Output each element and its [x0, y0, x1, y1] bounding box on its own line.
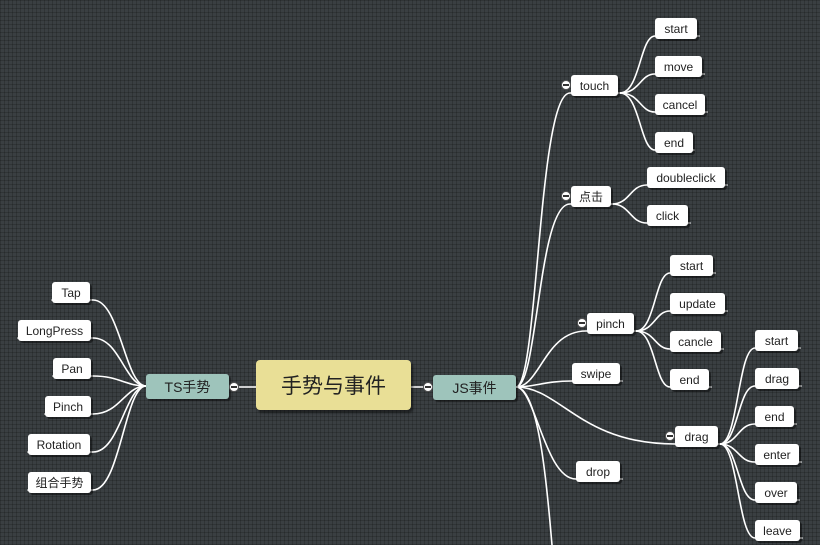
- leaf-ts-rotation[interactable]: Rotation: [28, 434, 90, 455]
- node-drag[interactable]: drag: [675, 426, 718, 447]
- leaf-touch-move[interactable]: move: [655, 56, 702, 77]
- leaf-label: drag: [764, 371, 790, 386]
- leaf-label: Rotation: [36, 437, 82, 452]
- leaf-label: LongPress: [25, 323, 84, 338]
- leaf-ts-longpress[interactable]: LongPress: [18, 320, 91, 341]
- node-label: touch: [579, 78, 610, 93]
- node-label: drag: [684, 429, 709, 444]
- leaf-drag-leave[interactable]: leave: [755, 520, 800, 541]
- leaf-drag-over[interactable]: over: [755, 482, 797, 503]
- branch-js-events-label: JS事件: [452, 379, 497, 396]
- leaf-pinch-cancle[interactable]: cancle: [670, 331, 721, 352]
- leaf-label: doubleclick: [656, 170, 716, 185]
- node-touch[interactable]: touch: [571, 75, 618, 96]
- leaf-label: Pinch: [52, 399, 84, 414]
- leaf-label: start: [664, 21, 688, 36]
- leaf-label: click: [655, 208, 680, 223]
- leaf-label: 组合手势: [35, 476, 84, 490]
- leaf-label: enter: [763, 447, 791, 462]
- collapse-toggle-icon[interactable]: [665, 431, 675, 441]
- leaf-touch-end[interactable]: end: [655, 132, 693, 153]
- leaf-pinch-end[interactable]: end: [670, 369, 709, 390]
- leaf-label: start: [764, 333, 789, 348]
- leaf-label: update: [679, 296, 716, 311]
- leaf-drag-start[interactable]: start: [755, 330, 798, 351]
- central-topic[interactable]: 手势与事件: [256, 360, 411, 410]
- node-label: swipe: [580, 366, 612, 381]
- node-drop[interactable]: drop: [576, 461, 620, 482]
- collapse-toggle-icon[interactable]: [229, 382, 239, 392]
- leaf-label: start: [679, 258, 704, 273]
- node-label: pinch: [596, 316, 625, 331]
- leaf-ts-pan[interactable]: Pan: [53, 358, 91, 379]
- leaf-ts-tap[interactable]: Tap: [52, 282, 90, 303]
- central-topic-label: 手势与事件: [281, 375, 386, 398]
- leaf-label: over: [764, 485, 788, 500]
- leaf-label: cancle: [678, 334, 713, 349]
- collapse-toggle-icon[interactable]: [577, 318, 587, 328]
- node-swipe[interactable]: swipe: [572, 363, 620, 384]
- leaf-label: cancel: [662, 97, 698, 112]
- leaf-label: Pan: [61, 361, 83, 376]
- node-label: 点击: [578, 190, 603, 204]
- leaf-doubleclick[interactable]: doubleclick: [647, 167, 725, 188]
- leaf-click[interactable]: click: [647, 205, 688, 226]
- leaf-label: Tap: [61, 285, 81, 300]
- leaf-touch-cancel[interactable]: cancel: [655, 94, 705, 115]
- branch-js-events[interactable]: JS事件: [433, 375, 516, 400]
- leaf-drag-enter[interactable]: enter: [755, 444, 799, 465]
- node-click-group[interactable]: 点击: [571, 186, 611, 207]
- leaf-label: end: [679, 372, 700, 387]
- leaf-label: leave: [763, 523, 792, 538]
- leaf-pinch-update[interactable]: update: [670, 293, 725, 314]
- leaf-label: end: [663, 135, 685, 150]
- leaf-drag-drag[interactable]: drag: [755, 368, 799, 389]
- collapse-toggle-icon[interactable]: [561, 191, 571, 201]
- leaf-drag-end[interactable]: end: [755, 406, 794, 427]
- branch-ts-gestures[interactable]: TS手势: [146, 374, 229, 399]
- leaf-ts-pinch[interactable]: Pinch: [45, 396, 91, 417]
- leaf-ts-combined-gesture[interactable]: 组合手势: [28, 472, 91, 493]
- leaf-label: end: [764, 409, 785, 424]
- node-pinch[interactable]: pinch: [587, 313, 634, 334]
- leaf-pinch-start[interactable]: start: [670, 255, 713, 276]
- branch-ts-gestures-label: TS手势: [164, 378, 211, 395]
- collapse-toggle-icon[interactable]: [423, 382, 433, 392]
- leaf-touch-start[interactable]: start: [655, 18, 697, 39]
- collapse-toggle-icon[interactable]: [561, 80, 571, 90]
- node-label: drop: [585, 464, 611, 479]
- leaf-label: move: [663, 59, 694, 74]
